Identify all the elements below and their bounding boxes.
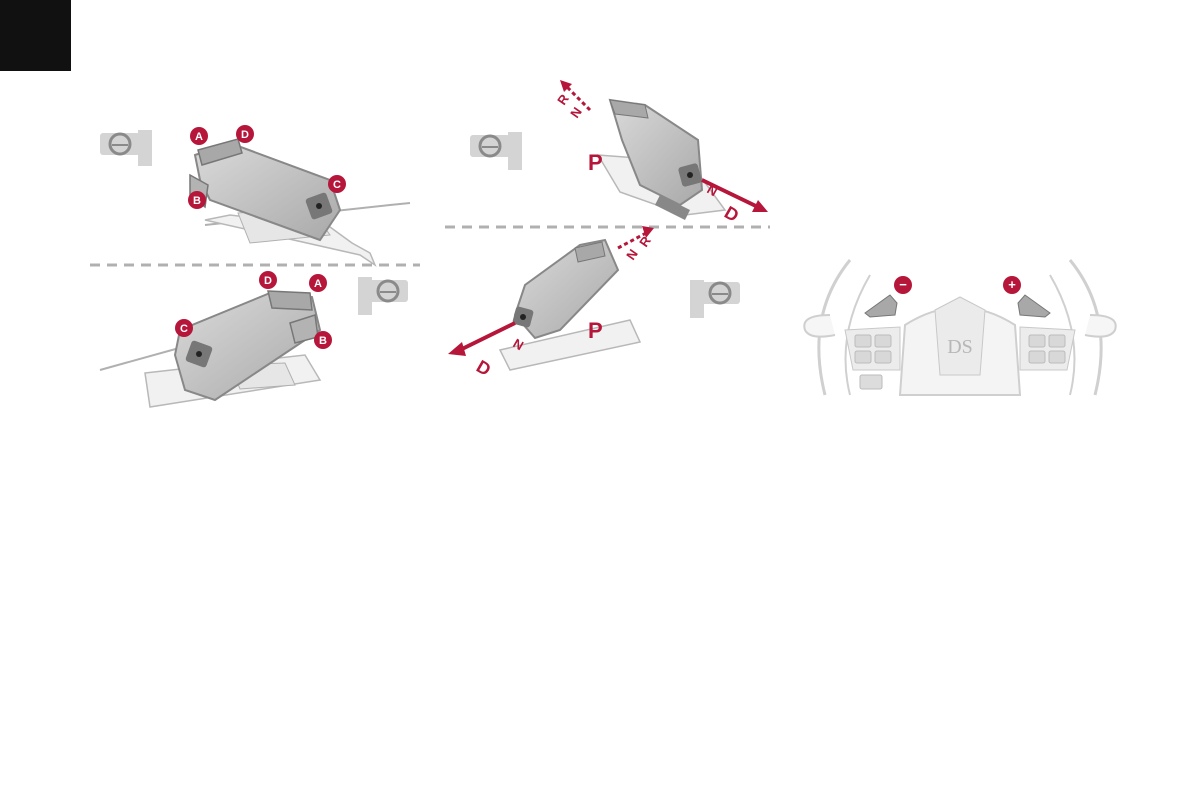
gear-label-r: R xyxy=(554,91,572,108)
gear-selector-top xyxy=(598,100,725,220)
gear-selector-top xyxy=(190,139,410,265)
gear-label-d: D xyxy=(473,356,494,380)
gear-label-n: N xyxy=(623,246,641,262)
steering-wheel-icon xyxy=(690,280,740,318)
gear-label-p: P xyxy=(588,150,603,175)
steering-wheel-icon xyxy=(358,277,408,315)
gear-label-p: P xyxy=(588,318,603,343)
badge-label: C xyxy=(333,179,341,191)
shift-arrow-up: R N xyxy=(554,80,590,121)
badge-label: C xyxy=(180,323,188,335)
page-corner-block xyxy=(0,0,71,71)
gear-label-n: N xyxy=(567,104,585,120)
paddle-minus-label: − xyxy=(899,277,907,292)
paddle-minus: − xyxy=(865,276,912,317)
steering-wheel-icon xyxy=(100,130,152,166)
paddle-plus: + xyxy=(1003,276,1050,317)
badge-label: A xyxy=(195,131,203,143)
gear-selector-bottom xyxy=(500,240,640,370)
shift-arrow-up: R N xyxy=(618,226,654,263)
figure-steering-wheel-paddles: DS − + xyxy=(795,255,1125,400)
gear-label-d: D xyxy=(721,202,742,226)
figure-gear-selector-positions: A D B C D xyxy=(90,115,420,415)
steering-wheel-icon xyxy=(470,132,522,170)
steering-wheel: DS xyxy=(804,260,1115,395)
badge-label: B xyxy=(319,335,327,347)
badge-label: B xyxy=(193,195,201,207)
badge-label: D xyxy=(264,275,272,287)
figure-gear-gate-diagram: R N P N D R N xyxy=(440,80,775,380)
badge-label: D xyxy=(241,129,249,141)
ds-logo: DS xyxy=(947,336,973,358)
badge-label: A xyxy=(314,278,322,290)
paddle-plus-label: + xyxy=(1008,277,1016,292)
gear-selector-bottom xyxy=(100,291,320,407)
